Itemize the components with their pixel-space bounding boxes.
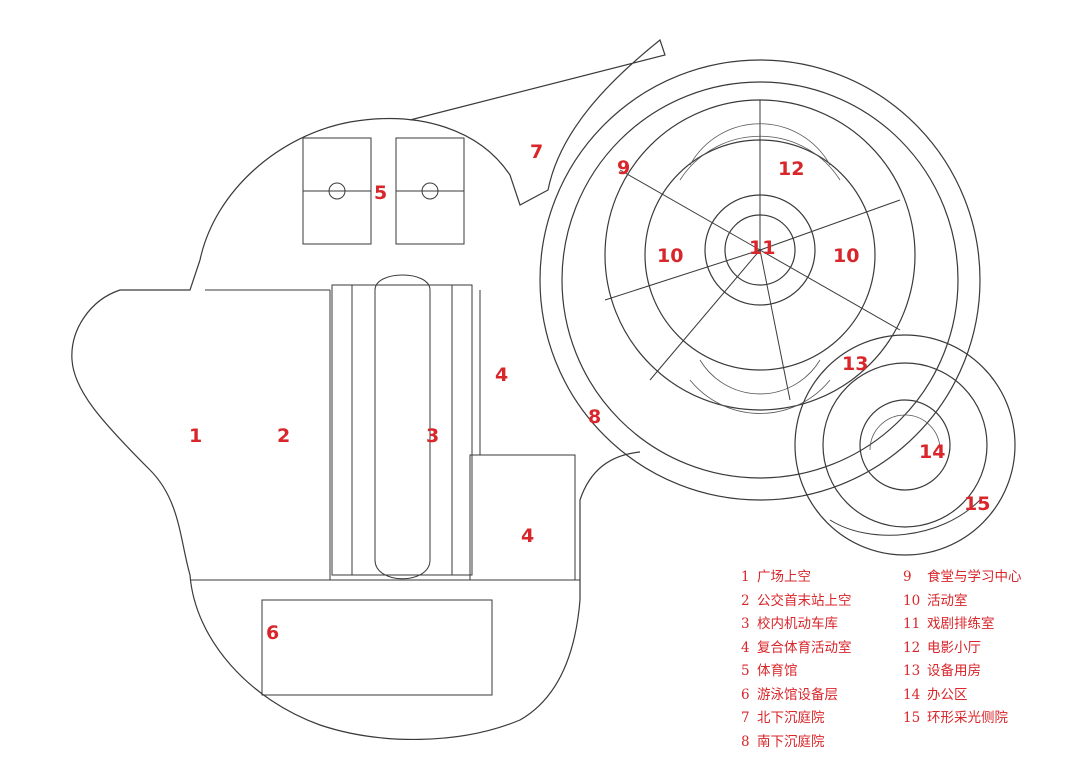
south-rotunda-outer [794, 334, 1016, 556]
legend-item: 1 广场上空 [741, 566, 852, 590]
zone-label-4-lower: 4 [521, 525, 535, 547]
radial-walls [604, 100, 901, 401]
legend-text: 南下沉庭院 [757, 733, 825, 750]
legend-text: 环形采光侧院 [927, 710, 1008, 726]
west-building-outline [71, 38, 666, 741]
legend-number: 10 [903, 592, 921, 609]
legend-text: 办公区 [927, 686, 968, 703]
legend-right-column: 9 食堂与学习中心 10 活动室 11 戏剧排练室 12 电影小厅 13 设备用房 14 办… [903, 566, 1022, 731]
legend-item: 10 活动室 [903, 590, 1022, 614]
zone-label-3: 3 [426, 425, 440, 447]
legend-item: 13 设备用房 [903, 660, 1022, 684]
legend-number: 7 [741, 710, 750, 726]
legend-number: 3 [741, 616, 750, 632]
legend-text: 食堂与学习中心 [927, 569, 1022, 585]
legend-item: 3 校内机动车库 [741, 613, 852, 637]
legend-text: 公交首末站上空 [757, 592, 852, 609]
west-plaza-grid [190, 289, 580, 696]
legend-number: 13 [903, 663, 921, 679]
legend-item: 7 北下沉庭院 [741, 707, 852, 731]
zone-label-10-right: 10 [833, 245, 860, 267]
legend-left-column: 1 广场上空 2 公交首末站上空 3 校内机动车库 4 复合体育活动室 5 体育馆 6 游泳… [741, 566, 852, 754]
legend-item: 14 办公区 [903, 684, 1022, 708]
gym-courts [302, 137, 465, 245]
legend-text: 北下沉庭院 [757, 710, 825, 726]
zone-label-4-upper: 4 [495, 364, 509, 386]
legend-number: 14 [903, 686, 921, 703]
legend-text: 电影小厅 [927, 639, 981, 656]
legend-item: 4 复合体育活动室 [741, 637, 852, 661]
legend-text: 活动室 [927, 592, 968, 609]
legend-number: 8 [741, 733, 750, 750]
legend-number: 1 [741, 569, 750, 585]
legend-item: 8 南下沉庭院 [741, 731, 852, 755]
south-rotunda-inner [822, 362, 988, 528]
zone-label-9: 9 [617, 157, 631, 179]
legend-text: 复合体育活动室 [757, 639, 852, 656]
zone-label-1: 1 [189, 425, 203, 447]
legend-text: 校内机动车库 [757, 616, 838, 632]
zone-label-7: 7 [530, 141, 544, 163]
zone-label-2: 2 [277, 425, 291, 447]
zone-label-8: 8 [588, 406, 602, 428]
legend-text: 广场上空 [757, 569, 811, 585]
legend-text: 体育馆 [757, 663, 798, 679]
legend-item: 2 公交首末站上空 [741, 590, 852, 614]
east-rotunda-outer [539, 59, 981, 501]
zone-label-6: 6 [266, 622, 280, 644]
seating-rows [679, 123, 941, 451]
legend-item: 15 环形采光侧院 [903, 707, 1022, 731]
legend-text: 设备用房 [927, 663, 981, 679]
legend-text: 游泳馆设备层 [757, 686, 838, 703]
legend-item: 11 戏剧排练室 [903, 613, 1022, 637]
zone-label-5: 5 [374, 182, 388, 204]
legend-number: 15 [903, 710, 921, 726]
zone-label-13: 13 [842, 353, 869, 375]
east-rotunda-ring-1 [561, 81, 959, 479]
legend-number: 2 [741, 592, 750, 609]
courtyard-ring [829, 499, 981, 536]
south-rotunda-core [859, 399, 951, 491]
legend-number: 11 [903, 616, 921, 632]
legend-number: 4 [741, 639, 750, 656]
legend-number: 9 [903, 569, 912, 585]
zone-label-12: 12 [778, 158, 805, 180]
zone-label-15: 15 [964, 493, 991, 515]
zone-label-10-left: 10 [657, 245, 684, 267]
zone-label-14: 14 [919, 441, 946, 463]
legend-number: 5 [741, 663, 750, 679]
legend-item: 6 游泳馆设备层 [741, 684, 852, 708]
legend-number: 12 [903, 639, 921, 656]
zone-label-11: 11 [749, 237, 776, 259]
legend-item: 9 食堂与学习中心 [903, 566, 1022, 590]
parking-garage [331, 274, 473, 580]
legend-item: 12 电影小厅 [903, 637, 1022, 661]
legend-number: 6 [741, 686, 750, 703]
legend-item: 5 体育馆 [741, 660, 852, 684]
legend-text: 戏剧排练室 [927, 616, 995, 632]
